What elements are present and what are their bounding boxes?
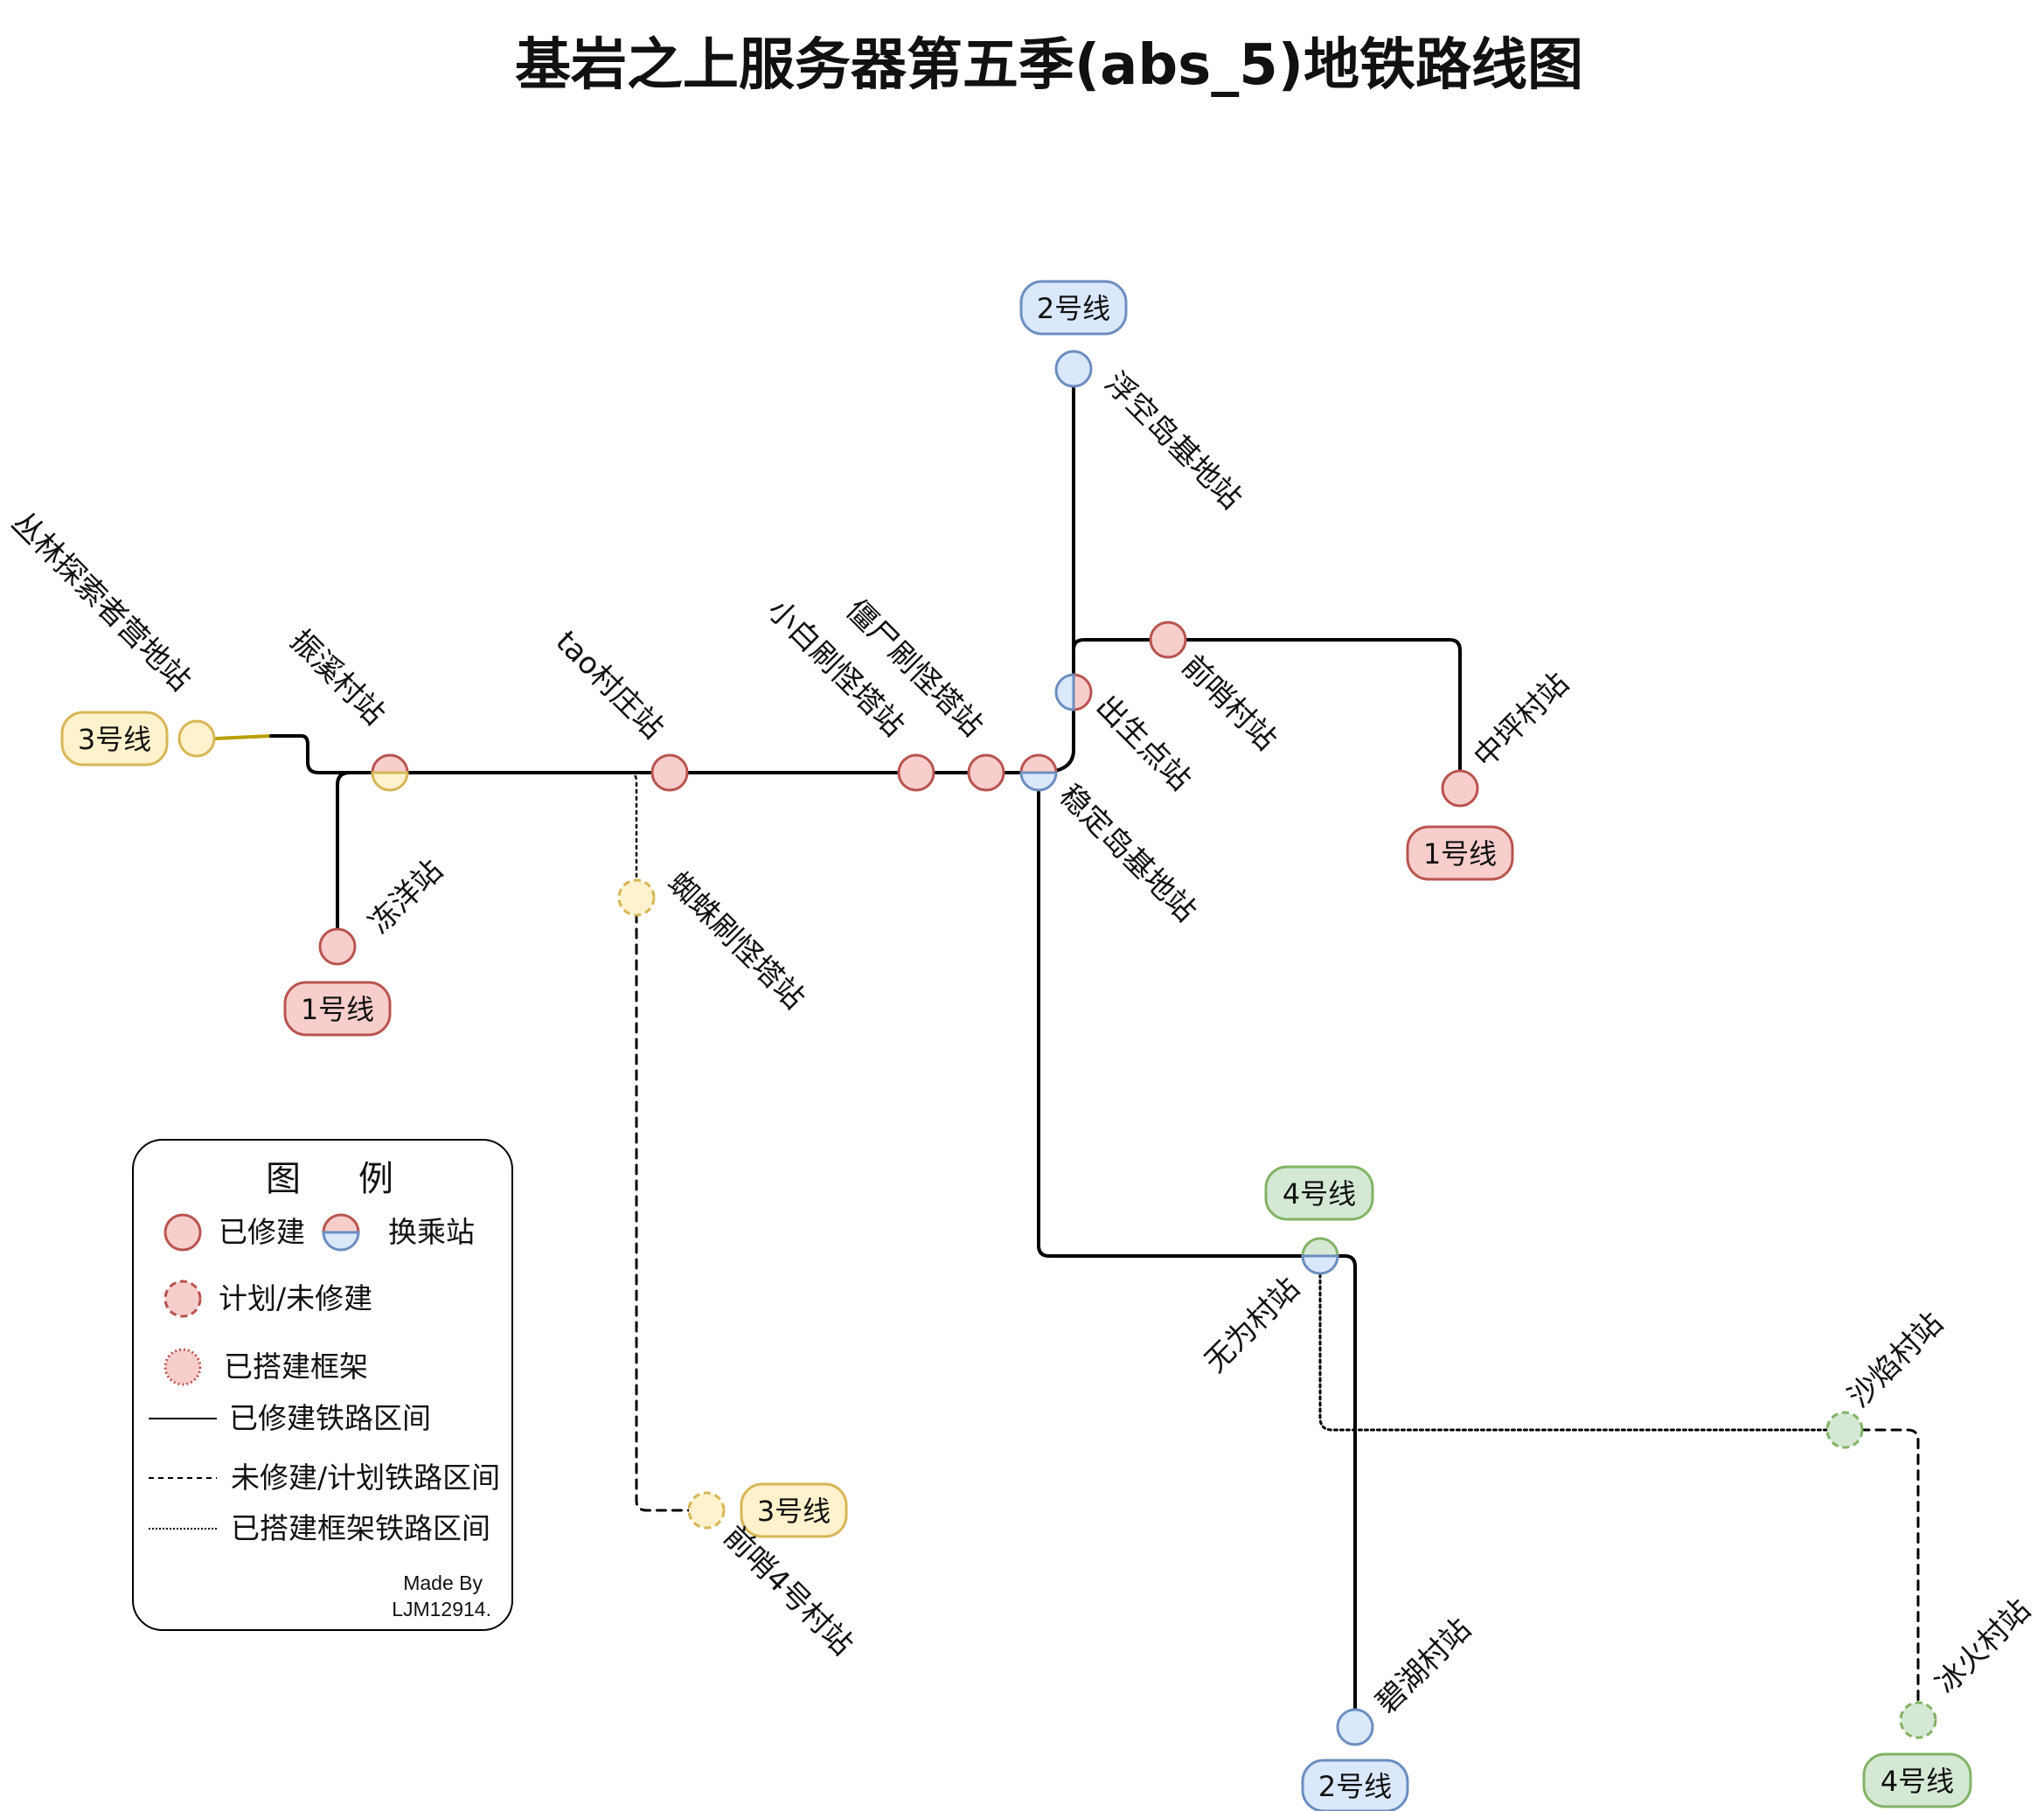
tag-line4-bottom[interactable]: 4号线	[1862, 1752, 1972, 1808]
station-qianshao4[interactable]	[687, 1491, 726, 1530]
label-qianshao4: 前哨4号村站	[717, 1519, 860, 1662]
track-line4-framework	[1318, 1254, 1846, 1432]
track-line2-south	[1037, 771, 1357, 1729]
legend-planned-track-label: 未修建/计划铁路区间	[231, 1461, 500, 1495]
legend-interchange-label: 换乘站	[388, 1215, 475, 1249]
station-jiangshi[interactable]	[967, 753, 1005, 792]
legend-credit-a: Made By	[403, 1572, 483, 1594]
tag-line3-left-label: 3号线	[78, 723, 151, 756]
tag-line2-top-label: 2号线	[1037, 292, 1110, 325]
map-title: 基岩之上服务器第五季(abs_5)地铁路线图	[515, 33, 1583, 98]
label-shaxian: 沙焰村站	[1841, 1306, 1950, 1414]
legend: 图 例 已修建 换乘站 计划/未修建 已搭建框架 已修建铁路区间 未修建/计划铁…	[132, 1139, 513, 1631]
tag-line3-bottom[interactable]: 3号线	[740, 1482, 848, 1538]
line-tags: 2号线 3号线 1号线 1号线 4号线 3号线 2号线 4号线	[60, 280, 1972, 1811]
legend-built-track-label: 已修建铁路区间	[229, 1401, 431, 1435]
tag-line2-bottom[interactable]: 2号线	[1301, 1759, 1409, 1811]
label-binghuo: 冰火村站	[1929, 1592, 2037, 1701]
station-zhongping[interactable]	[1441, 769, 1479, 808]
label-tao: tao村庄站	[549, 624, 671, 746]
tag-line1-bottom-label: 1号线	[301, 993, 374, 1026]
track-line2-north	[1037, 367, 1075, 774]
station-shaxian[interactable]	[1825, 1411, 1864, 1449]
legend-framework-icon	[163, 1348, 202, 1386]
tag-line2-bottom-label: 2号线	[1318, 1770, 1392, 1803]
track-line3-planned	[635, 896, 708, 1512]
station-qianshao[interactable]	[1149, 621, 1187, 659]
station-dongyang[interactable]	[318, 927, 357, 966]
station-chusheng[interactable]	[1054, 673, 1093, 711]
track-line1-east	[1072, 638, 1462, 790]
tag-line4-bottom-label: 4号线	[1881, 1765, 1954, 1798]
label-wending: 稳定岛基地站	[1053, 778, 1204, 929]
legend-box	[132, 1139, 513, 1631]
tag-line2-top[interactable]: 2号线	[1019, 280, 1128, 336]
label-chusheng: 出生点站	[1089, 689, 1198, 797]
label-qianshao: 前哨村站	[1175, 649, 1283, 757]
legend-credit-b: LJM12914.	[392, 1598, 491, 1620]
tag-line1-right-label: 1号线	[1423, 837, 1497, 871]
station-zhenxi[interactable]	[371, 753, 409, 792]
tag-line1-right[interactable]: 1号线	[1406, 825, 1514, 881]
legend-built-label: 已修建	[219, 1215, 305, 1249]
station-xiaobai[interactable]	[897, 753, 935, 792]
label-conglin: 丛林探索者营地站	[5, 505, 198, 698]
track-line1-dongyang	[336, 771, 351, 948]
legend-built-icon	[163, 1213, 202, 1252]
label-xiaobai: 小白刷怪塔站	[761, 593, 912, 744]
tag-line4-top-label: 4号线	[1283, 1177, 1356, 1211]
tag-line1-bottom[interactable]: 1号线	[283, 981, 392, 1037]
station-wuwei[interactable]	[1301, 1237, 1339, 1275]
station-bihu[interactable]	[1336, 1708, 1374, 1746]
track-line3-built	[269, 734, 391, 774]
station-tao[interactable]	[650, 753, 689, 792]
label-fukongdao: 浮空岛基地站	[1098, 365, 1249, 517]
stations	[177, 350, 1937, 1746]
label-dongyang: 冻洋站	[362, 853, 449, 940]
station-binghuo[interactable]	[1899, 1701, 1937, 1739]
legend-title-b: 例	[358, 1159, 393, 1199]
legend-interchange-icon	[322, 1213, 360, 1252]
label-zhenxi: 振溪村站	[283, 623, 392, 732]
station-conglin[interactable]	[177, 719, 216, 758]
track-line3-spur	[213, 734, 273, 740]
legend-framework-label: 已搭建框架	[224, 1350, 368, 1384]
station-zhizhu[interactable]	[617, 878, 656, 917]
tag-line4-top[interactable]: 4号线	[1264, 1165, 1374, 1221]
label-zhizhu: 蜘蛛刷怪塔站	[661, 865, 812, 1017]
label-bihu: 碧湖村站	[1369, 1612, 1477, 1720]
tag-line3-bottom-label: 3号线	[757, 1495, 831, 1528]
legend-framework-track-label: 已搭建框架铁路区间	[231, 1511, 490, 1545]
station-wending[interactable]	[1019, 753, 1058, 792]
legend-planned-icon	[163, 1280, 202, 1318]
label-wuwei: 无为村站	[1198, 1271, 1306, 1379]
station-fukongdao[interactable]	[1054, 350, 1093, 388]
legend-title-a: 图	[266, 1159, 301, 1199]
tag-line3-left[interactable]: 3号线	[60, 711, 169, 767]
track-line4-planned	[1843, 1428, 1920, 1722]
legend-planned-label: 计划/未修建	[219, 1281, 372, 1315]
label-zhongping: 中坪村站	[1467, 666, 1575, 774]
